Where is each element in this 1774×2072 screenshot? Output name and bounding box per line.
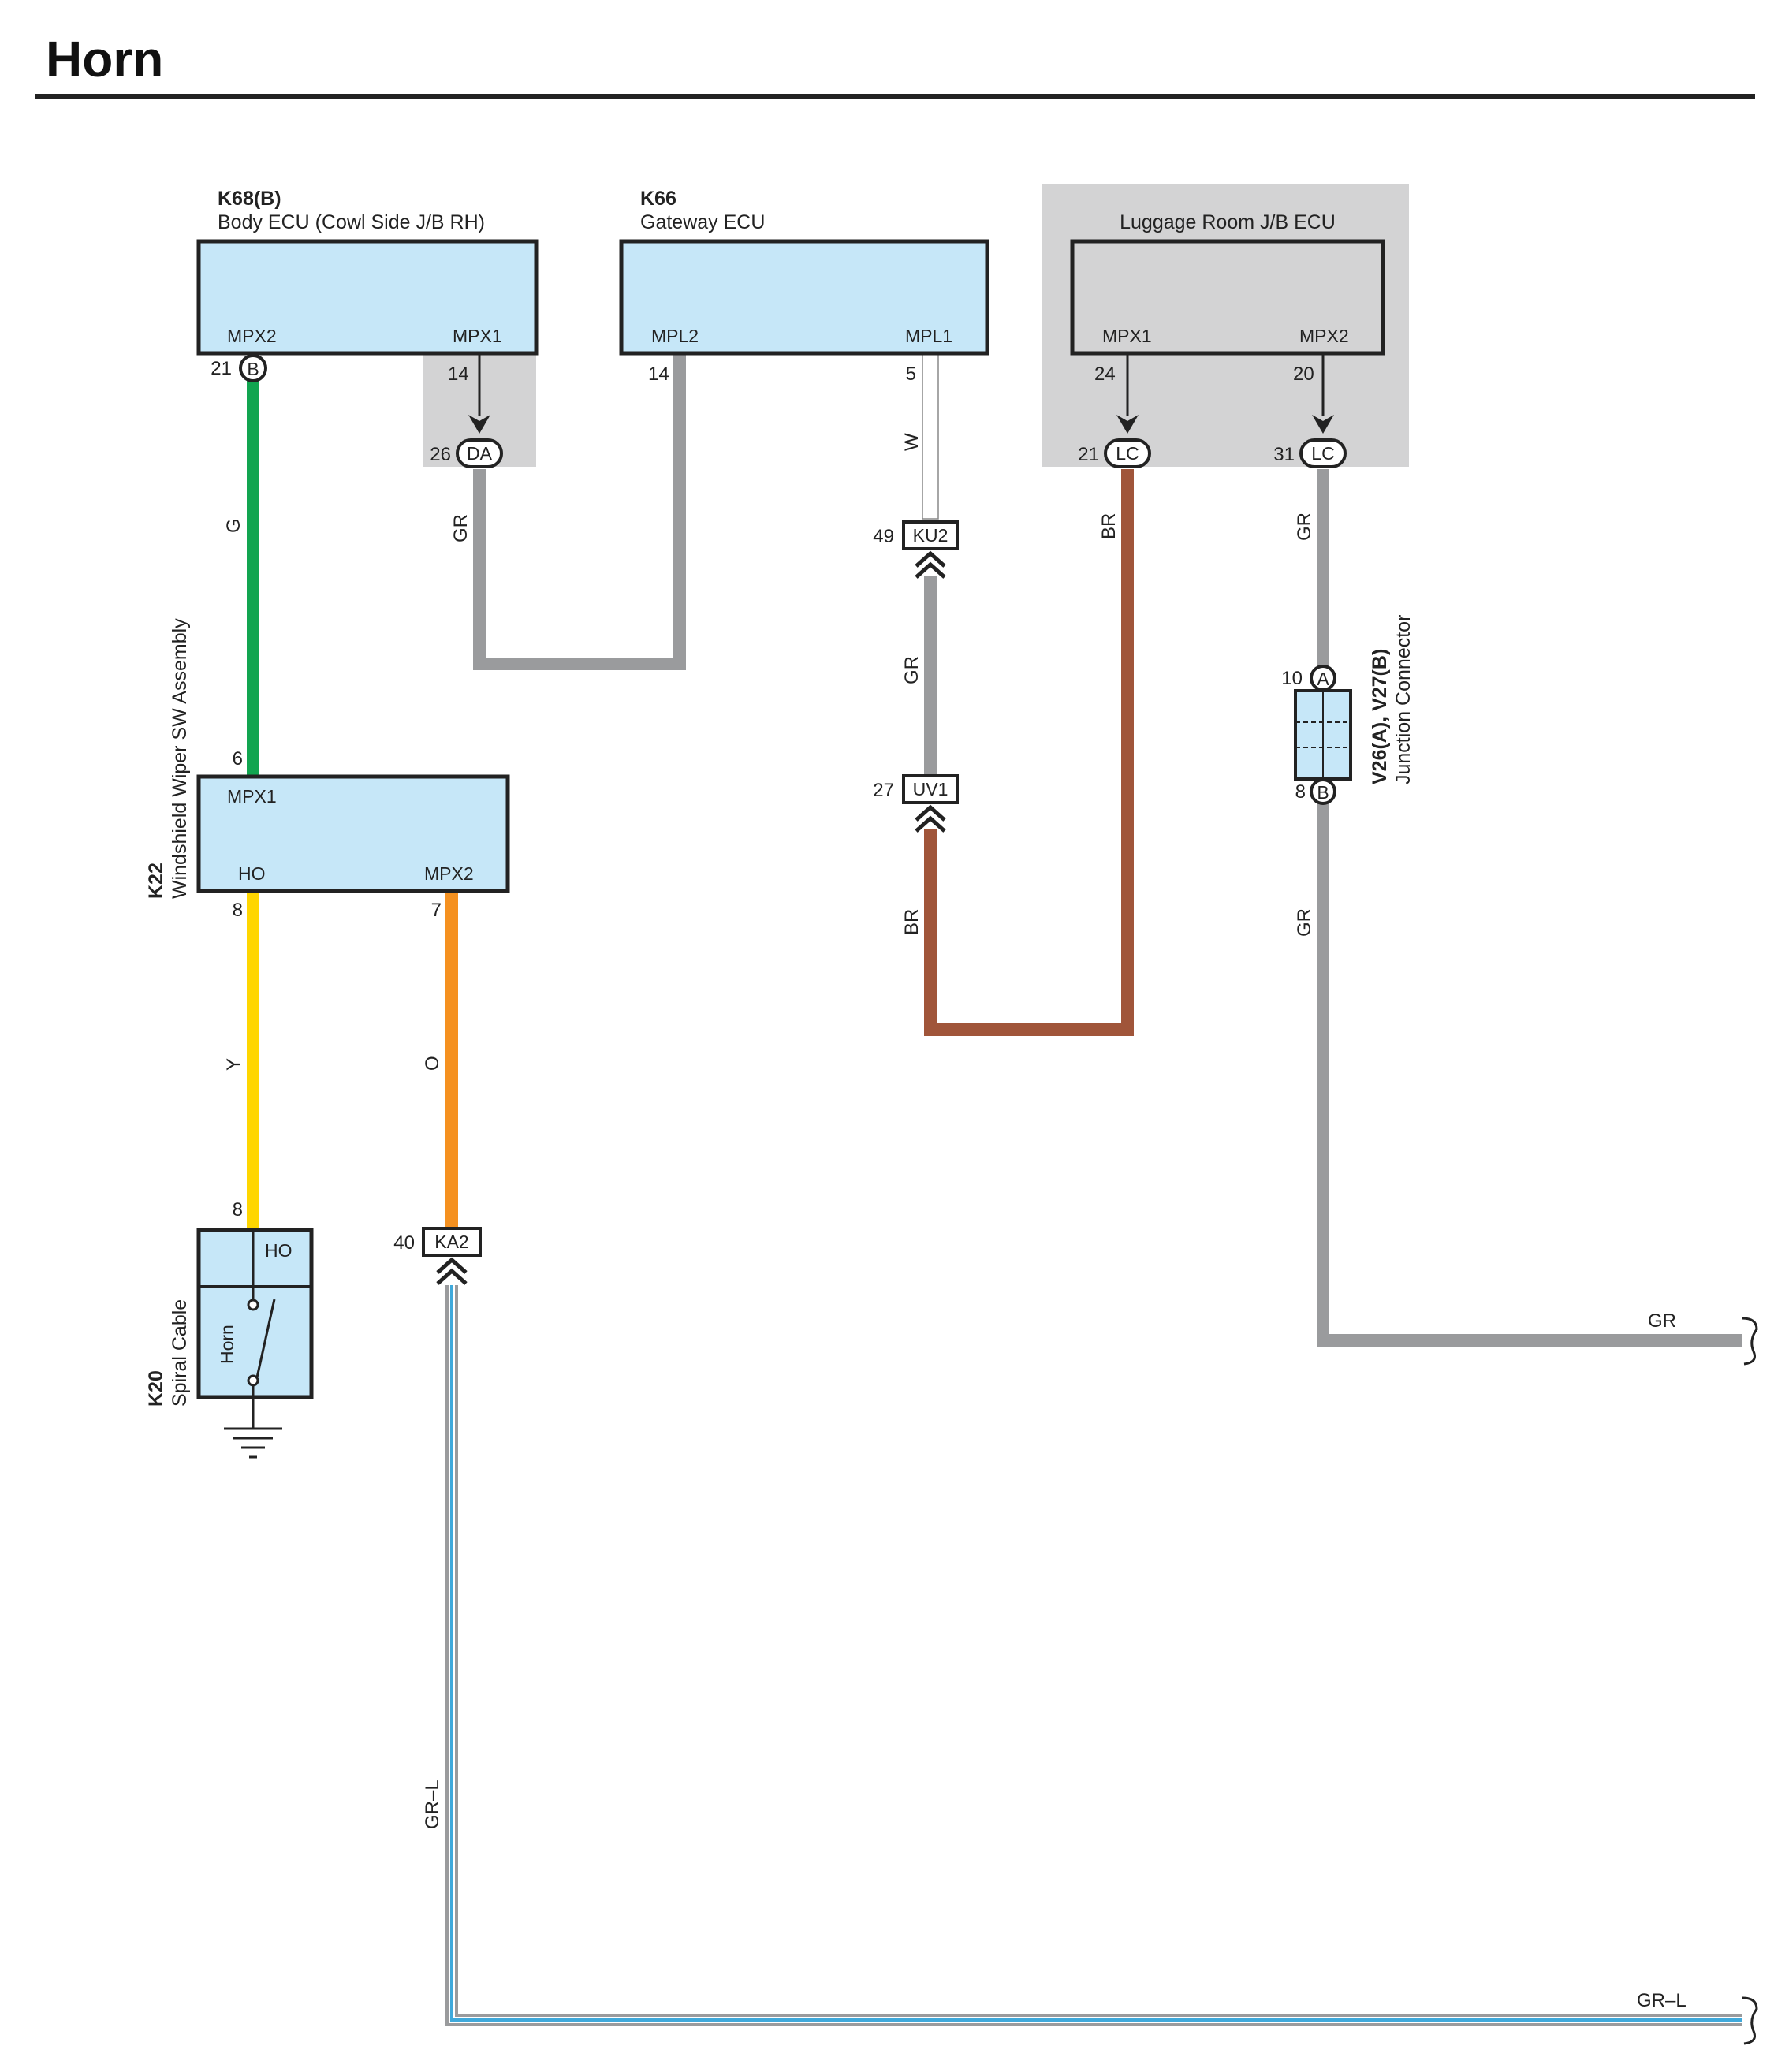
gateway-ecu-term-mpl2: MPL2	[651, 326, 699, 346]
horn-switch-blade	[255, 1299, 276, 1378]
ground-icon	[224, 1427, 282, 1459]
wire-gr-da-gateway	[473, 353, 686, 670]
horn-switch-contact-bottom	[247, 1374, 259, 1387]
uv1-connector-label: UV1	[913, 779, 948, 799]
wire-label-br-uv1: BR	[901, 909, 922, 935]
page-title: Horn	[46, 31, 163, 88]
gateway-ecu: K66 Gateway ECU MPL2 MPL1	[619, 188, 989, 356]
wire-br	[924, 469, 1134, 1036]
spiral-term-ho: HO	[265, 1240, 293, 1261]
wire-gr-break-symbol	[1742, 1317, 1758, 1366]
wire-label-gr-junction: GR	[1294, 908, 1315, 937]
wire-gr-l	[445, 1285, 1742, 2026]
ka2-connector: KA2 40	[393, 1227, 482, 1285]
luggage-ecu-term-mpx2: MPX2	[1299, 326, 1349, 346]
da-connector-label: DA	[467, 443, 493, 464]
gateway-ecu-code: K66	[640, 188, 676, 210]
wire-label-br-lc: BR	[1098, 513, 1120, 539]
junction-code: V26(A), V27(B)	[1369, 649, 1391, 784]
lc-connector-1-label: LC	[1116, 443, 1139, 464]
wiper-pin-7-label: 7	[431, 900, 442, 921]
body-ecu-term-mpx1: MPX1	[453, 326, 502, 346]
junction-letter-a: A	[1317, 669, 1329, 689]
wiper-name: Windshield Wiper SW Assembly	[169, 618, 191, 899]
body-ecu: K68(B) Body ECU (Cowl Side J/B RH) MPX2 …	[196, 188, 539, 356]
wire-w	[922, 352, 939, 520]
wiper-code: K22	[145, 863, 167, 899]
horn-switch-label: Horn	[217, 1325, 237, 1364]
wire-label-g: G	[223, 518, 244, 533]
wire-label-gr-da: GR	[450, 514, 471, 542]
body-ecu-pin-connector-letter: B	[247, 359, 259, 379]
junction-name: Junction Connector	[1392, 615, 1414, 784]
junction-pin-a-circle	[1310, 665, 1336, 691]
spiral-name: Spiral Cable	[169, 1299, 191, 1407]
body-ecu-pin-21: B 21	[211, 354, 267, 382]
wire-label-w: W	[901, 433, 922, 451]
wire-label-gr-ku2: GR	[901, 656, 922, 684]
spiral-code: K20	[145, 1370, 167, 1407]
wire-label-gr-l-out: GR–L	[1637, 1990, 1686, 2011]
junction-pin-10: 10	[1281, 668, 1303, 689]
luggage-pin-20-label: 20	[1293, 363, 1314, 385]
gateway-ecu-term-mpl1: MPL1	[905, 326, 952, 346]
luggage-pin-24-label: 24	[1094, 363, 1116, 385]
ku2-connector-label: KU2	[913, 525, 948, 546]
spiral-cable: HO Horn K20 Spiral Cable	[145, 1228, 314, 1429]
body-ecu-pin-21-label: 21	[211, 358, 232, 379]
luggage-ecu: Luggage Room J/B ECU MPX1 MPX2	[1070, 211, 1385, 356]
ku2-connector-pin: 49	[873, 526, 894, 547]
luggage-ecu-term-mpx1: MPX1	[1102, 326, 1152, 346]
body-ecu-term-mpx2: MPX2	[227, 326, 277, 346]
lc-connector-1: 24 LC 21	[1078, 353, 1151, 468]
wiper-pin-8-label: 8	[233, 900, 243, 921]
gateway-pin-5-label: 5	[906, 363, 916, 385]
wire-label-gr-lc: GR	[1294, 512, 1315, 541]
uv1-connector: UV1 27	[873, 774, 959, 833]
wiper-pin-6-label: 6	[233, 748, 243, 770]
lc-connector-2: 20 LC 31	[1273, 353, 1347, 468]
body-ecu-pin-14-label: 14	[448, 363, 469, 385]
junction-pin-8: 8	[1295, 781, 1306, 803]
ka2-connector-label: KA2	[434, 1232, 468, 1252]
wiper-term-ho: HO	[238, 863, 266, 884]
wire-gr-junction-out	[1317, 801, 1742, 1347]
junction-letter-b: B	[1317, 782, 1329, 803]
gateway-pin-14-label: 14	[648, 363, 669, 385]
da-connector-pin: 26	[430, 444, 451, 465]
lc-connector-1-pin: 21	[1078, 444, 1099, 465]
junction-pin-b-circle	[1310, 778, 1336, 805]
junction-connector: A B 10 8 V26(A), V27(B) Junction Connect…	[1281, 615, 1414, 805]
wire-label-gr-out: GR	[1648, 1310, 1676, 1332]
da-connector: 14 DA 26	[430, 353, 503, 468]
lc-connector-2-label: LC	[1311, 443, 1334, 464]
wiper-term-mpx1: MPX1	[227, 786, 277, 807]
horn-switch-contact-top	[247, 1299, 259, 1311]
wiper-sw-assembly: MPX1 HO MPX2 K22 Windshield Wiper SW Ass…	[145, 618, 510, 899]
gateway-ecu-name: Gateway ECU	[640, 211, 765, 233]
ku2-connector: KU2 49	[873, 520, 959, 579]
wire-label-o: O	[422, 1056, 443, 1071]
body-ecu-code: K68(B)	[218, 188, 281, 210]
uv1-connector-pin: 27	[873, 780, 894, 801]
spiral-pin-8-label: 8	[233, 1199, 243, 1220]
lc-connector-2-pin: 31	[1273, 444, 1295, 465]
wire-label-y: Y	[223, 1058, 244, 1071]
wire-grl-break-symbol	[1742, 1996, 1758, 2045]
body-ecu-name: Body ECU (Cowl Side J/B RH)	[218, 211, 485, 233]
ka2-connector-pin: 40	[393, 1232, 415, 1254]
wire-label-gr-l: GR–L	[422, 1779, 443, 1829]
wiper-term-mpx2: MPX2	[424, 863, 474, 884]
luggage-ecu-name: Luggage Room J/B ECU	[1120, 211, 1336, 233]
